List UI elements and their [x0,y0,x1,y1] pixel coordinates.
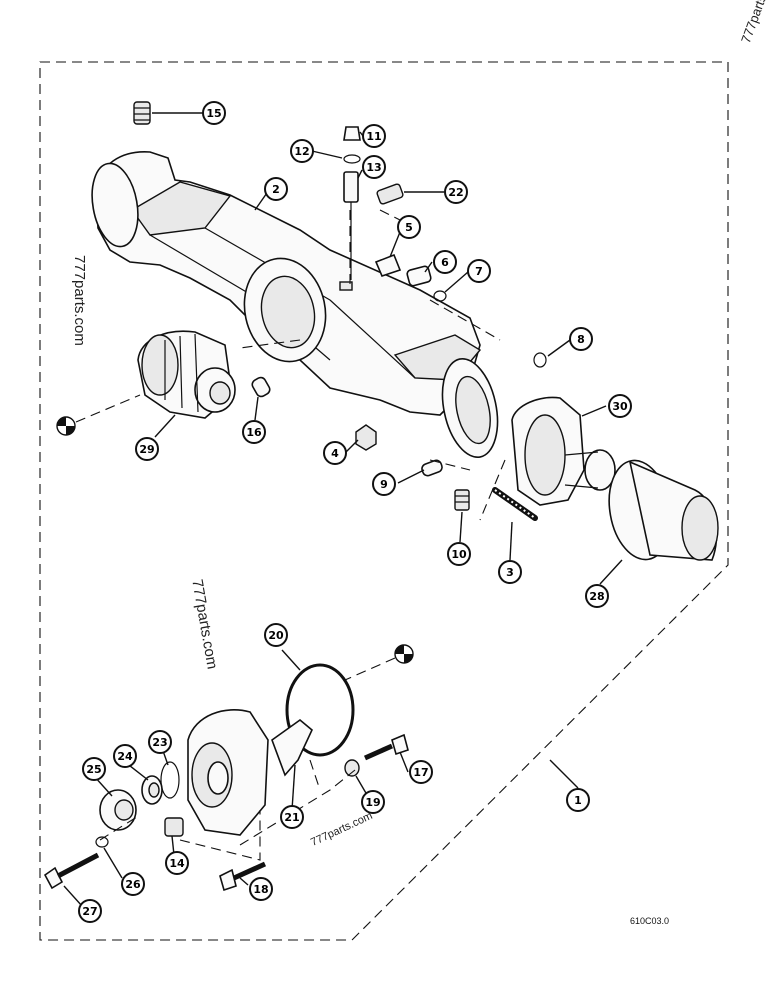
callout-10 [447,542,471,566]
callout-17-label: 17 [413,766,428,779]
callout-18-label: 18 [253,883,268,896]
callout-1-label: 1 [574,794,582,807]
callout-2 [264,177,288,201]
callout-9 [372,472,396,496]
differential-assembly [137,330,236,419]
callout-6-label: 6 [441,256,449,269]
wheel-hub [608,459,719,561]
callout-10-label: 10 [451,548,467,561]
callout-7 [467,259,491,283]
callout-5-label: 5 [405,221,413,234]
callout-21 [280,805,304,829]
callout-12 [290,139,314,163]
callout-9-label: 9 [380,478,388,491]
callout-16 [242,420,266,444]
callout-3 [498,560,522,584]
drawing-code: 610C03.0 [630,916,670,926]
callout-3-label: 3 [506,566,514,579]
callout-12-label: 12 [294,145,309,158]
callout-26 [121,872,145,896]
small-parts-upper [133,101,547,521]
callout-13-label: 13 [366,161,381,174]
callout-14-label: 14 [169,857,185,870]
hub-carrier [511,396,616,506]
callout-23 [148,730,172,754]
balance-symbol-left [56,416,76,436]
axle-housing [91,151,499,459]
callout-23-label: 23 [152,736,167,749]
callout-2-label: 2 [272,183,280,196]
callout-19-label: 19 [365,796,380,809]
callout-16-label: 16 [246,426,262,439]
small-parts-lower [43,663,409,892]
callouts: 15 11 12 13 22 2 5 6 7 8 30 29 16 4 9 10 [63,101,632,923]
callout-20 [264,623,288,647]
callout-17 [409,760,433,784]
callout-15-label: 15 [206,107,221,120]
callout-26-label: 26 [125,878,141,891]
callout-24-label: 24 [117,750,133,763]
callout-29 [135,437,159,461]
callout-19 [361,790,385,814]
assembly-boundary [39,61,729,941]
balance-symbol-right [394,644,414,664]
callout-22 [444,180,468,204]
callout-30 [608,394,632,418]
callout-14 [165,851,189,875]
callout-29-label: 29 [139,443,154,456]
callout-25-label: 25 [86,763,101,776]
callout-5 [397,215,421,239]
callout-4-label: 4 [331,447,339,460]
callout-20-label: 20 [268,629,284,642]
callout-30-label: 30 [612,400,628,413]
callout-6 [433,250,457,274]
callout-24 [113,744,137,768]
callout-18 [249,877,273,901]
callout-28-label: 28 [589,590,604,603]
callout-27 [78,899,102,923]
callout-25 [82,757,106,781]
callout-22-label: 22 [448,186,463,199]
callout-28 [585,584,609,608]
callout-21-label: 21 [284,811,299,824]
callout-11-label: 11 [366,130,381,143]
watermark-left: 777parts.com [71,255,88,346]
callout-15 [202,101,226,125]
callout-1 [566,788,590,812]
callout-27-label: 27 [82,905,97,918]
callout-11 [362,124,386,148]
callout-13 [362,155,386,179]
callout-8-label: 8 [577,333,585,346]
callout-4 [323,441,347,465]
callout-7-label: 7 [475,265,483,278]
callout-8 [569,327,593,351]
